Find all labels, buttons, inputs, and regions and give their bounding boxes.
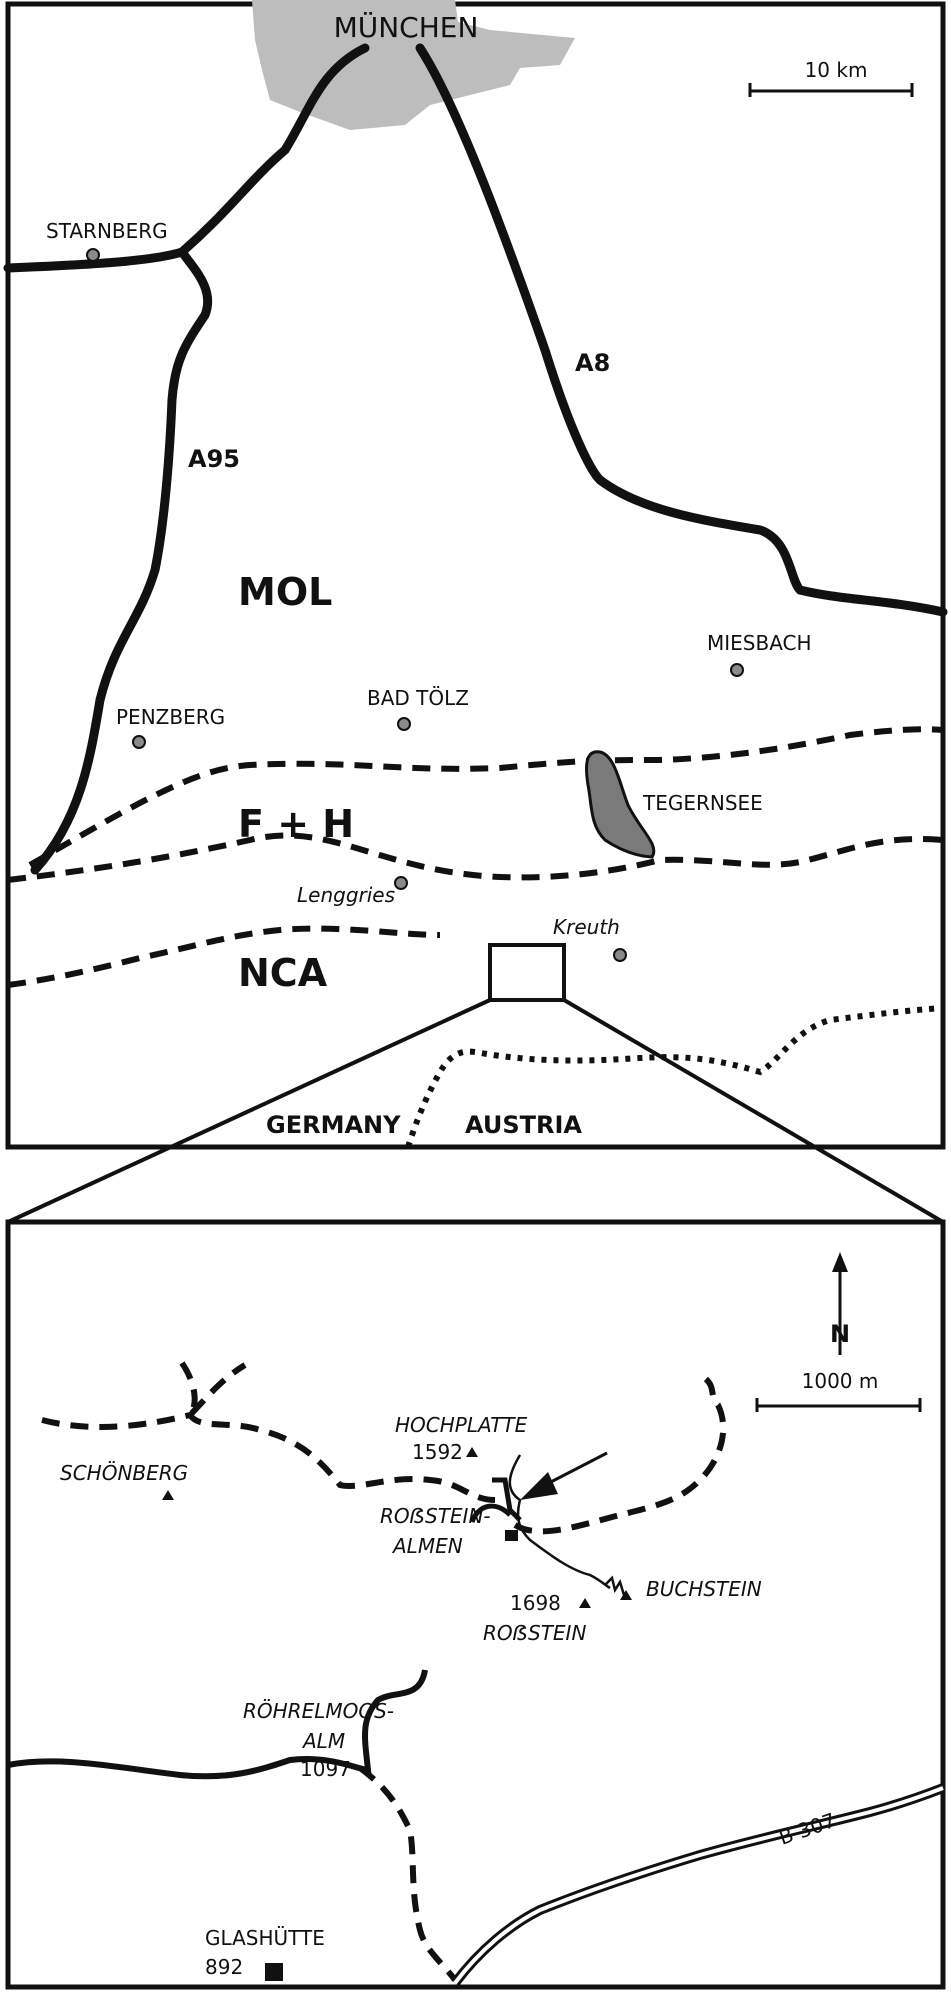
rosstein-elevation: 1698 xyxy=(510,1591,561,1615)
munich-urban-area xyxy=(252,0,575,130)
hochplatte-label: HOCHPLATTE xyxy=(395,1413,528,1437)
rosstein-peak-icon xyxy=(579,1598,591,1608)
study-area-box xyxy=(488,943,566,1002)
roehrelmoos-elevation: 1097 xyxy=(300,1757,351,1781)
almen-detail xyxy=(469,1477,522,1524)
bad-toelz-label: BAD TÖLZ xyxy=(367,686,469,710)
glashuette-marker xyxy=(265,1963,283,1981)
starnberg-label: STARNBERG xyxy=(46,219,168,243)
highway-a95 xyxy=(30,247,213,875)
country-austria-label: AUSTRIA xyxy=(465,1111,582,1139)
zone-nca-label: NCA xyxy=(238,951,328,995)
highway-b307-core xyxy=(453,1786,944,1985)
kreuth-marker xyxy=(613,948,627,962)
country-germany-label: GERMANY xyxy=(266,1111,401,1139)
trail-west-ridge xyxy=(41,1411,496,1503)
inset-scale-bar: 1000 m xyxy=(755,1369,922,1412)
glashuette-elevation: 892 xyxy=(205,1955,243,1979)
forest-road xyxy=(7,1669,428,1780)
national-border xyxy=(405,1005,944,1148)
highway-west xyxy=(3,43,370,273)
tegernsee-label: TEGERNSEE xyxy=(642,791,763,815)
town-markers xyxy=(86,248,744,962)
hochplatte-elevation: 1592 xyxy=(412,1440,463,1464)
inset-scale-label: 1000 m xyxy=(802,1369,879,1393)
north-label: N xyxy=(830,1320,850,1348)
inset-map: N 1000 m xyxy=(5,1219,946,1990)
rosstein-almen-label-2: ALMEN xyxy=(391,1534,463,1558)
overview-scale-label: 10 km xyxy=(805,58,868,82)
inset-frame xyxy=(5,1219,946,1990)
rosstein-trail xyxy=(508,1454,611,1590)
highway-a95-label: A95 xyxy=(188,445,240,473)
overview-scale-bar: 10 km xyxy=(748,58,914,97)
munich-label: MÜNCHEN xyxy=(334,10,479,44)
buchstein-peak-icon xyxy=(620,1590,632,1600)
rosstein-almen-hut xyxy=(505,1530,518,1541)
buchstein-label: BUCHSTEIN xyxy=(646,1577,762,1601)
north-arrow: N xyxy=(830,1252,850,1355)
schoenberg-peak-icon xyxy=(162,1490,174,1500)
highway-a8-label: A8 xyxy=(575,349,610,377)
roehrelmoos-label-1: RÖHRELMOOS- xyxy=(243,1699,394,1723)
schoenberg-label: SCHÖNBERG xyxy=(60,1461,188,1485)
starnberg-marker xyxy=(86,248,100,262)
trail-east-ridge xyxy=(513,1372,727,1535)
penzberg-marker xyxy=(132,735,146,749)
highway-a8 xyxy=(415,43,948,617)
overview-frame xyxy=(5,1,946,1150)
site-arrow xyxy=(520,1451,608,1500)
trails xyxy=(41,1361,727,1982)
zone-mol-label: MOL xyxy=(238,570,332,614)
miesbach-marker xyxy=(730,663,744,677)
overview-map: 10 km MÜNCHEN A8 A95 STARNBERG MIESBACH … xyxy=(3,0,948,1150)
roehrelmoos-label-2: ALM xyxy=(301,1729,345,1753)
zone-fh-label: F + H xyxy=(238,802,354,846)
lenggries-label: Lenggries xyxy=(297,883,395,907)
bad-toelz-marker xyxy=(397,717,411,731)
trail-roehrelmoos xyxy=(358,1765,458,1982)
hochplatte-peak-icon xyxy=(466,1447,478,1457)
rosstein-label: ROẞSTEIN xyxy=(483,1621,586,1645)
boundary-nca-south xyxy=(7,925,441,988)
rosstein-almen-label-1: ROẞSTEIN- xyxy=(380,1504,491,1528)
penzberg-label: PENZBERG xyxy=(116,705,225,729)
boundary-mol-fh xyxy=(28,726,944,868)
zoom-connectors xyxy=(7,998,945,1224)
miesbach-label: MIESBACH xyxy=(707,631,812,655)
boundary-fh-nca xyxy=(7,832,944,883)
glashuette-label: GLASHÜTTE xyxy=(205,1926,325,1950)
buchstein-squiggle xyxy=(604,1575,626,1596)
tegernsee-lake xyxy=(585,750,656,859)
kreuth-label: Kreuth xyxy=(553,915,620,939)
lenggries-marker xyxy=(394,876,408,890)
